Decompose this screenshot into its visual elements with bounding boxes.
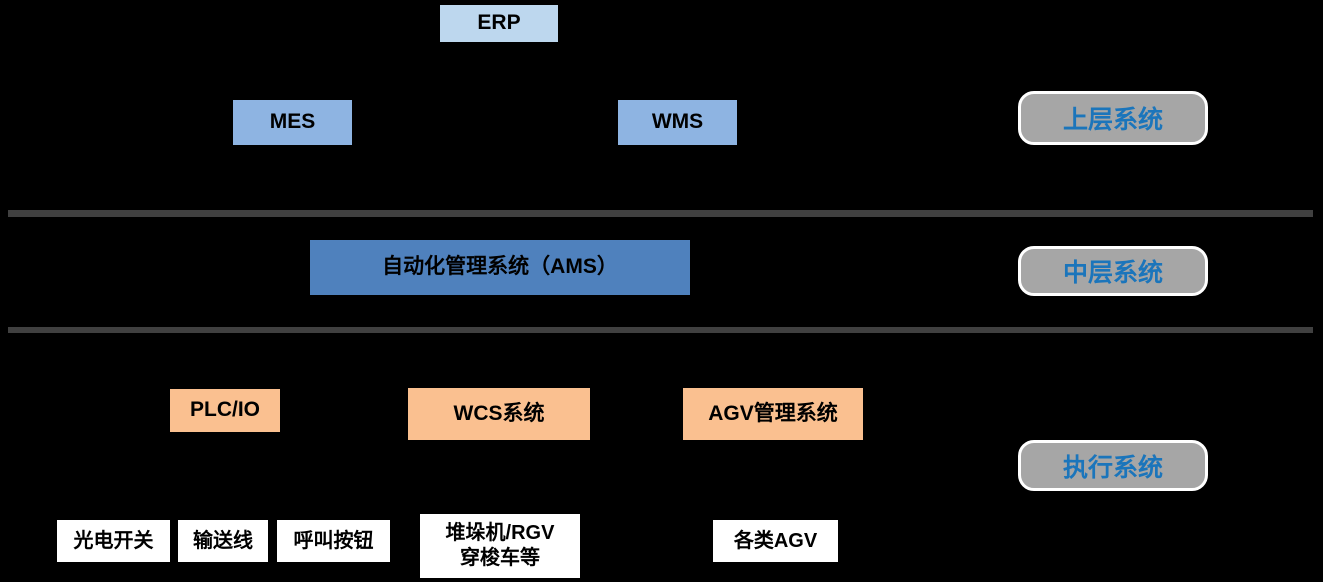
device-photoelectric-switch: 光电开关: [57, 520, 170, 562]
device-call-button: 呼叫按钮: [277, 520, 390, 562]
mes-box: MES: [233, 100, 352, 145]
device-stacker-rgv-shuttle: 堆垛机/RGV 穿梭车等: [420, 514, 580, 578]
agv-management-box: AGV管理系统: [683, 388, 863, 440]
divider-line-bottom: [8, 327, 1313, 333]
divider-line-top: [8, 210, 1313, 217]
device-agv-types: 各类AGV: [713, 520, 838, 562]
wms-box: WMS: [618, 100, 737, 145]
upper-system-badge: 上层系统: [1018, 91, 1208, 145]
device-conveyor-line: 输送线: [178, 520, 268, 562]
plc-io-box: PLC/IO: [170, 389, 280, 432]
execution-system-badge: 执行系统: [1018, 440, 1208, 491]
middle-system-badge: 中层系统: [1018, 246, 1208, 296]
erp-box: ERP: [440, 5, 558, 42]
wcs-system-box: WCS系统: [408, 388, 590, 440]
ams-box: 自动化管理系统（AMS）: [310, 240, 690, 295]
